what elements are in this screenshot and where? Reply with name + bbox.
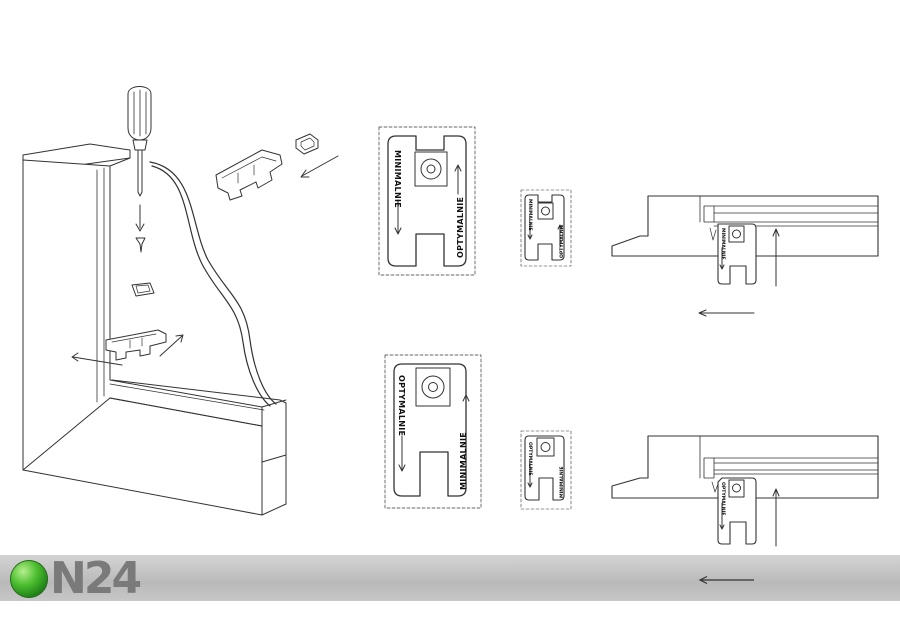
label-optimal-top-large: OPTYMALNIE	[456, 197, 465, 258]
brand-bar	[0, 555, 900, 601]
bracket-icon	[105, 329, 167, 361]
label-minimal-bottom-large: MINIMALNIE	[459, 432, 468, 490]
label-minimal-top-large: MINIMALNIE	[393, 150, 402, 208]
label-minimal-bottom-small: MINIMALNIE	[559, 466, 565, 498]
arrow-left-icon	[698, 575, 754, 585]
template-plate-bottom-large	[384, 354, 482, 509]
brand-text: N24	[50, 553, 142, 604]
template-plate-bottom-small	[520, 430, 572, 510]
clip-small-icon	[131, 282, 155, 297]
green-ball-logo-icon	[10, 560, 48, 598]
cross-section-top	[611, 195, 879, 317]
label-minimal-section-top: MINIMALNIE	[720, 228, 726, 260]
template-plate-top-small	[520, 189, 572, 267]
brand-logo: N24	[10, 553, 142, 604]
cabinet-illustration	[22, 143, 287, 516]
clip-exploded-icon	[295, 133, 319, 155]
label-optimal-bottom-large: OPTYMALNIE	[397, 375, 406, 436]
label-optimal-bottom-small: OPTYMALNIE	[527, 442, 533, 475]
label-minimal-top-small: MINIMALNIE	[527, 199, 533, 231]
label-optimal-section-bottom: OPTYMALNIE	[720, 482, 726, 515]
cross-section-bottom	[611, 435, 879, 547]
screw-icon	[135, 204, 146, 253]
screwdriver-icon	[127, 86, 152, 197]
template-plate-top-large	[378, 126, 476, 276]
label-optimal-top-small: OPTYMALNIE	[559, 225, 565, 258]
bracket-exploded-icon	[215, 149, 283, 201]
